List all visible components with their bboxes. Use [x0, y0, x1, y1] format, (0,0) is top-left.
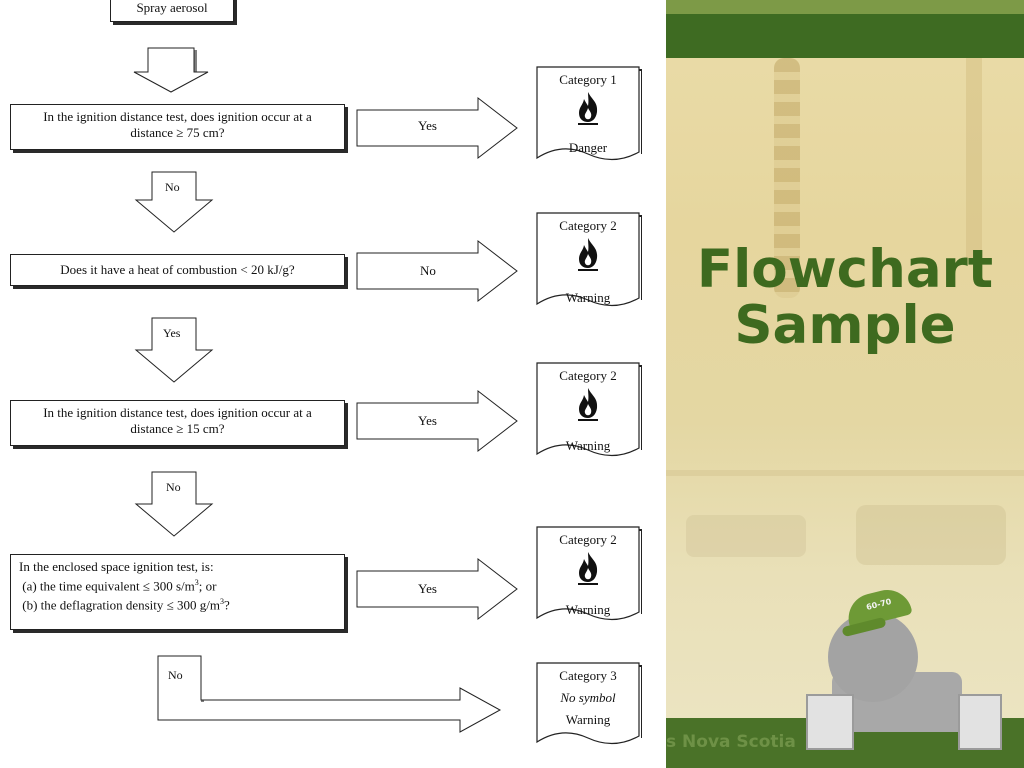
background-photo-road: [666, 470, 1024, 476]
decision-4-line-2: (a) the time equivalent ≤ 300 s/m3; or: [19, 575, 336, 594]
decision-box-2: Does it have a heat of combustion < 20 k…: [10, 254, 345, 286]
background-photo-chain: [774, 58, 800, 298]
worker-hand-right: [958, 694, 1002, 750]
start-box: Spray aerosol: [110, 0, 234, 22]
decision-4-line-2-text: (a) the time equivalent ≤ 300 s/m: [22, 578, 195, 594]
branch-label-q2: No: [420, 263, 436, 278]
title-line-1: Flowchart: [696, 239, 994, 300]
down-label-q2: Yes: [163, 326, 181, 340]
decision-4-line-2-tail: ; or: [198, 578, 217, 594]
decision-4-line-3-text: (b) the deflagration density ≤ 300 g/m: [22, 597, 221, 613]
outcome-category-2a: Category 2 Warning: [536, 212, 642, 312]
right-arrow-q2: [356, 239, 518, 303]
decision-4-line-3-tail: ?: [224, 597, 230, 613]
outcome-4-signal: Warning: [565, 602, 611, 617]
decision-4-sup-2: 3: [220, 597, 225, 607]
outcome-2-category: Category 2: [559, 218, 617, 233]
down-label-q3: No: [166, 480, 181, 494]
flame-icon: [578, 552, 598, 585]
flame-icon: [578, 238, 598, 271]
down-arrow-q2: [134, 317, 214, 383]
down-arrow-q1: [134, 171, 214, 233]
l-arrow-q4: [157, 655, 502, 733]
outcome-category-3: Category 3 No symbol Warning: [536, 662, 642, 762]
branch-label-q3: Yes: [418, 413, 437, 428]
flowchart-connectors: [133, 47, 518, 733]
worker-hand-left: [806, 694, 854, 750]
decision-4-line-3: (b) the deflagration density ≤ 300 g/m3?: [19, 594, 336, 613]
right-arrow-q3: [356, 389, 518, 453]
branch-label-q1: Yes: [418, 118, 437, 133]
decision-3-line-1: In the ignition distance test, does igni…: [43, 405, 312, 420]
side-panel: s Nova Scotia 60-70: [666, 0, 1024, 768]
decision-1-line-1: In the ignition distance test, does igni…: [43, 109, 312, 124]
slide-title: Flowchart Sample: [666, 242, 1024, 354]
decision-3-line-2: distance ≥ 15 cm?: [130, 421, 225, 436]
outcome-3-signal: Warning: [565, 438, 611, 453]
outcome-category-2c: Category 2 Warning: [536, 526, 642, 626]
outcome-5-signal: Warning: [565, 712, 611, 727]
footer-text: s Nova Scotia: [666, 732, 796, 752]
background-photo-mast: [966, 58, 982, 258]
decision-4-sup-1: 3: [194, 578, 199, 587]
outcome-category-1: Category 1 Danger: [536, 66, 642, 166]
right-arrow-q4: [356, 557, 518, 621]
decision-box-3: In the ignition distance test, does igni…: [10, 400, 345, 446]
outcome-5-note: No symbol: [560, 690, 616, 705]
flame-icon: [578, 92, 598, 125]
top-band-dark: [666, 14, 1024, 58]
decision-1-line-2: distance ≥ 75 cm?: [130, 125, 225, 140]
down-label-q1: No: [165, 180, 180, 194]
branch-label-q4: Yes: [418, 581, 437, 596]
outcome-category-2b: Category 2 Warning: [536, 362, 642, 462]
background-photo-vehicle: [686, 515, 806, 557]
decision-box-1: In the ignition distance test, does igni…: [10, 104, 345, 150]
decision-box-4: In the enclosed space ignition test, is:…: [10, 554, 345, 630]
decision-2-text: Does it have a heat of combustion < 20 k…: [60, 262, 295, 277]
outcome-1-category: Category 1: [559, 72, 617, 87]
background-photo-truck: [856, 505, 1006, 565]
top-band-light: [666, 0, 1024, 14]
outcome-1-signal: Danger: [568, 140, 608, 155]
outcome-5-category: Category 3: [559, 668, 617, 683]
outcome-2-signal: Warning: [565, 290, 611, 305]
flame-icon: [578, 388, 598, 421]
title-line-2: Sample: [734, 295, 956, 356]
down-label-q4: No: [168, 668, 183, 682]
start-label: Spray aerosol: [136, 0, 208, 15]
outcome-4-category: Category 2: [559, 532, 617, 547]
right-arrow-q1: [356, 96, 518, 160]
down-arrow-q3: [134, 471, 214, 537]
outcome-3-category: Category 2: [559, 368, 617, 383]
decision-4-line-1: In the enclosed space ignition test, is:: [19, 559, 214, 574]
